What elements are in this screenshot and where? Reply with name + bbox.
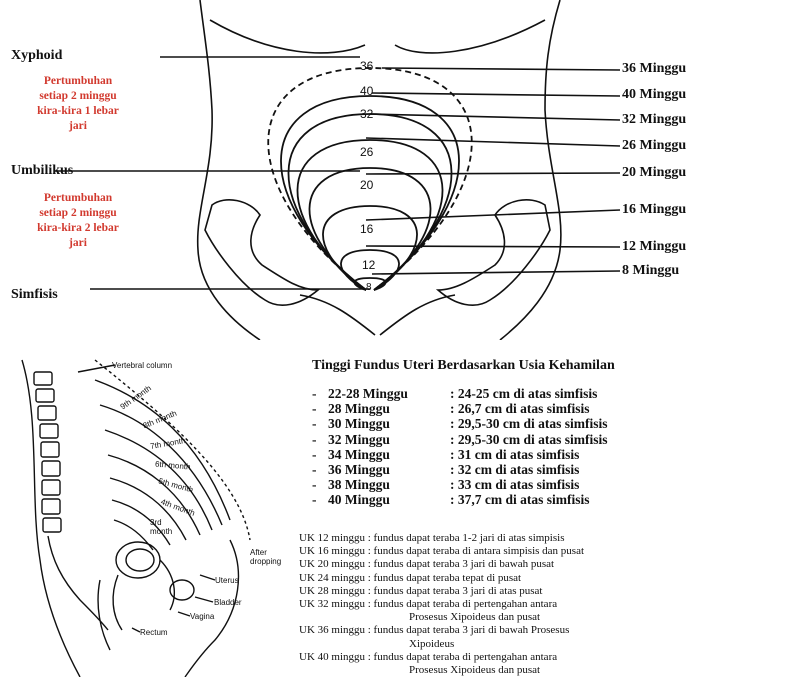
row-dash: -: [312, 447, 328, 462]
vertebral-column: [34, 372, 108, 630]
row-value: : 33 cm di atas simfisis: [450, 477, 579, 492]
note-line: UK 20 minggu : fundus dapat teraba 3 jar…: [299, 558, 584, 571]
table-row: -28 Minggu: 26,7 cm di atas simfisis: [312, 401, 608, 416]
row-week: 28 Minggu: [328, 401, 450, 416]
table-heading: Tinggi Fundus Uteri Berdasarkan Usia Keh…: [312, 358, 615, 374]
note-line: UK 24 minggu : fundus dapat teraba tepat…: [299, 572, 584, 585]
note-line: UK 40 minggu : fundus dapat teraba di pe…: [299, 651, 584, 664]
table-row: -36 Minggu: 32 cm di atas simfisis: [312, 462, 608, 477]
row-dash: -: [312, 492, 328, 507]
row-value: : 29,5-30 cm di atas simfisis: [450, 416, 608, 431]
row-week: 40 Minggu: [328, 492, 450, 507]
note-line: Prosesus Xipoideus dan pusat: [299, 611, 584, 624]
label-rectum: Rectum: [140, 628, 168, 637]
note-line: UK 32 minggu : fundus dapat teraba di pe…: [299, 598, 584, 611]
note-line: UK 12 minggu : fundus dapat teraba 1-2 j…: [299, 532, 584, 545]
fundus-table: -22-28 Minggu: 24-25 cm di atas simfisis…: [312, 386, 608, 508]
row-value: : 29,5-30 cm di atas simfisis: [450, 432, 608, 447]
row-week: 22-28 Minggu: [328, 386, 450, 401]
label-vagina: Vagina: [190, 612, 214, 621]
fundus-palpation-notes: UK 12 minggu : fundus dapat teraba 1-2 j…: [299, 532, 584, 677]
table-row: -34 Minggu: 31 cm di atas simfisis: [312, 447, 608, 462]
row-value: : 37,7 cm di atas simfisis: [450, 492, 590, 507]
table-row: -40 Minggu: 37,7 cm di atas simfisis: [312, 492, 608, 507]
note-line: UK 36 minggu : fundus dapat teraba 3 jar…: [299, 624, 584, 637]
row-dash: -: [312, 386, 328, 401]
row-dash: -: [312, 416, 328, 431]
row-week: 30 Minggu: [328, 416, 450, 431]
row-week: 36 Minggu: [328, 462, 450, 477]
note-line: UK 16 minggu : fundus dapat teraba di an…: [299, 545, 584, 558]
label-uterus: Uterus: [215, 576, 239, 585]
note-line: UK 28 minggu : fundus dapat teraba 3 jar…: [299, 585, 584, 598]
row-dash: -: [312, 401, 328, 416]
table-row: -32 Minggu: 29,5-30 cm di atas simfisis: [312, 432, 608, 447]
table-row: -30 Minggu: 29,5-30 cm di atas simfisis: [312, 416, 608, 431]
row-dash: -: [312, 462, 328, 477]
label-bladder: Bladder: [214, 598, 242, 607]
row-dash: -: [312, 432, 328, 447]
note-line: Prosesus Xipoideus dan pusat: [299, 664, 584, 677]
table-row: -38 Minggu: 33 cm di atas simfisis: [312, 477, 608, 492]
table-row: -22-28 Minggu: 24-25 cm di atas simfisis: [312, 386, 608, 401]
row-value: : 24-25 cm di atas simfisis: [450, 386, 597, 401]
label-vertebral-column: Vertebral column: [112, 361, 172, 370]
note-line: Xipoideus: [299, 638, 584, 651]
row-value: : 26,7 cm di atas simfisis: [450, 401, 590, 416]
row-week: 38 Minggu: [328, 477, 450, 492]
row-dash: -: [312, 477, 328, 492]
label-after-dropping: After dropping: [250, 548, 284, 566]
row-value: : 31 cm di atas simfisis: [450, 447, 579, 462]
row-week: 32 Minggu: [328, 432, 450, 447]
row-week: 34 Minggu: [328, 447, 450, 462]
row-value: : 32 cm di atas simfisis: [450, 462, 579, 477]
label-3rd-month: 3rd month: [150, 518, 182, 536]
